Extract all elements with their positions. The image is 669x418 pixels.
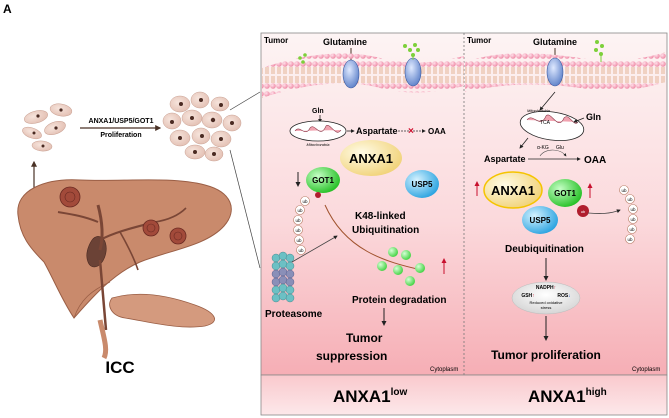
- low-degraded-fragments: [377, 247, 425, 286]
- panel-letter: A: [3, 2, 12, 16]
- high-ub-chain: ub ub ub ub ub ub: [619, 185, 638, 244]
- low-anxa1-bubble: [340, 140, 402, 176]
- high-aspartate-label: Aspartate: [484, 154, 526, 164]
- high-cytoplasm-label: Cytoplasm: [632, 367, 660, 373]
- svg-text:ub: ub: [298, 248, 304, 253]
- high-reduced-line1: Reduced oxidative: [530, 300, 564, 305]
- low-protein-degradation-label: Protein degradation: [352, 295, 446, 306]
- svg-text:ub: ub: [630, 217, 636, 222]
- high-gsh-label: GSH↑: [521, 293, 534, 299]
- low-glycan-icon-left: [298, 53, 307, 64]
- high-ros-label: ROS↓: [557, 293, 570, 299]
- anxa1-high-panel: Tumor Glutamine Mitochondria TCA Gln Asp…: [465, 36, 666, 406]
- svg-text:ub: ub: [630, 207, 636, 212]
- high-usp5-bubble: [522, 206, 558, 234]
- high-outcome-label: Tumor proliferation: [491, 348, 601, 362]
- high-gln-label: Gln: [586, 112, 601, 122]
- high-deubiquitination-label: Deubiquitination: [505, 244, 584, 255]
- low-cytoplasm-label: Cytoplasm: [430, 367, 458, 373]
- low-glycan-icon: [403, 43, 420, 60]
- low-glutamine-label: Glutamine: [323, 37, 367, 47]
- organ-label: ICC: [105, 358, 134, 377]
- low-aspartate-label: Aspartate: [356, 126, 398, 136]
- svg-text:ub: ub: [295, 218, 301, 223]
- high-got1-bubble: [548, 179, 582, 207]
- low-tumor-label: Tumor: [264, 36, 288, 45]
- high-ub-tag: ub: [581, 209, 586, 214]
- low-anxa1-label: ANXA1: [349, 151, 393, 166]
- svg-text:ub: ub: [621, 188, 627, 193]
- high-glu-label: Glu: [556, 145, 564, 151]
- low-k48-label: K48-linked: [355, 211, 406, 222]
- low-oaa-label: OAA: [428, 127, 446, 136]
- high-glycan-icon: [594, 40, 604, 62]
- low-mitochondria: Mitochondria: [289, 120, 347, 147]
- mechanism-panel: [260, 32, 668, 416]
- svg-text:ub: ub: [295, 228, 301, 233]
- low-mito-label: Mitochondria: [307, 142, 331, 147]
- high-nadph-label: NADPH↑: [536, 285, 556, 291]
- liver-illustration: [17, 179, 232, 360]
- high-membrane: [465, 52, 666, 92]
- left-illustration: ANXA1/USP5/GOT1 Proliferation: [17, 91, 261, 377]
- low-transporter: [342, 59, 360, 89]
- low-outcome-line1: Tumor: [346, 331, 383, 345]
- high-redox-oval: [511, 281, 581, 315]
- low-block-x: ×: [408, 126, 414, 137]
- low-ub-chain: ub ub ub ub ub ub: [293, 196, 310, 255]
- arrow-label-bottom: Proliferation: [100, 132, 141, 139]
- svg-text:ub: ub: [297, 208, 303, 213]
- low-usp5-bubble: [405, 170, 439, 198]
- low-usp5-label: USP5: [412, 180, 433, 189]
- low-transporter-right: [404, 57, 422, 87]
- footer-band: [260, 374, 668, 416]
- low-footer-label: ANXA1low: [333, 387, 408, 406]
- high-oaa-label: OAA: [584, 155, 606, 166]
- high-transporter: [546, 57, 564, 87]
- zoom-line-top: [229, 91, 261, 111]
- high-akg-label: α-KG: [537, 145, 549, 151]
- high-glutamine-label: Glutamine: [533, 37, 577, 47]
- low-proteasome-label: Proteasome: [265, 309, 323, 320]
- high-anxa1-label: ANXA1: [491, 183, 535, 198]
- low-got1-label: GOT1: [312, 176, 334, 185]
- high-mitochondria: Mitochondria TCA: [519, 108, 585, 141]
- high-got1-label: GOT1: [554, 189, 576, 198]
- anxa1-low-panel: Tumor Glutamine Gln Mitochondria Asparta…: [262, 36, 464, 406]
- arrow-label-top: ANXA1/USP5/GOT1: [89, 118, 154, 125]
- low-got1-bubble: [306, 167, 340, 193]
- svg-text:ub: ub: [296, 238, 302, 243]
- high-tumor-label: Tumor: [467, 36, 491, 45]
- zoom-line-bottom: [229, 149, 261, 269]
- high-footer-label: ANXA1high: [528, 387, 607, 406]
- high-tca-label: TCA: [540, 120, 551, 126]
- low-ubiquitination-label: Ubiquitination: [352, 225, 419, 236]
- normal-cells: [22, 103, 73, 152]
- svg-text:ub: ub: [302, 199, 308, 204]
- svg-text:ub: ub: [627, 237, 633, 242]
- high-usp5-label: USP5: [530, 216, 551, 225]
- high-anxa1-bubble: [483, 171, 543, 209]
- svg-text:ub: ub: [627, 197, 633, 202]
- high-reduced-line2: stress: [541, 305, 552, 310]
- tumor-cell-cluster: [162, 91, 242, 162]
- low-outcome-line2: suppression: [316, 349, 387, 363]
- low-proteasome: [271, 251, 295, 303]
- svg-text:ub: ub: [629, 227, 635, 232]
- high-mito-label: Mitochondria: [527, 108, 551, 113]
- low-gln-label: Gln: [312, 108, 324, 115]
